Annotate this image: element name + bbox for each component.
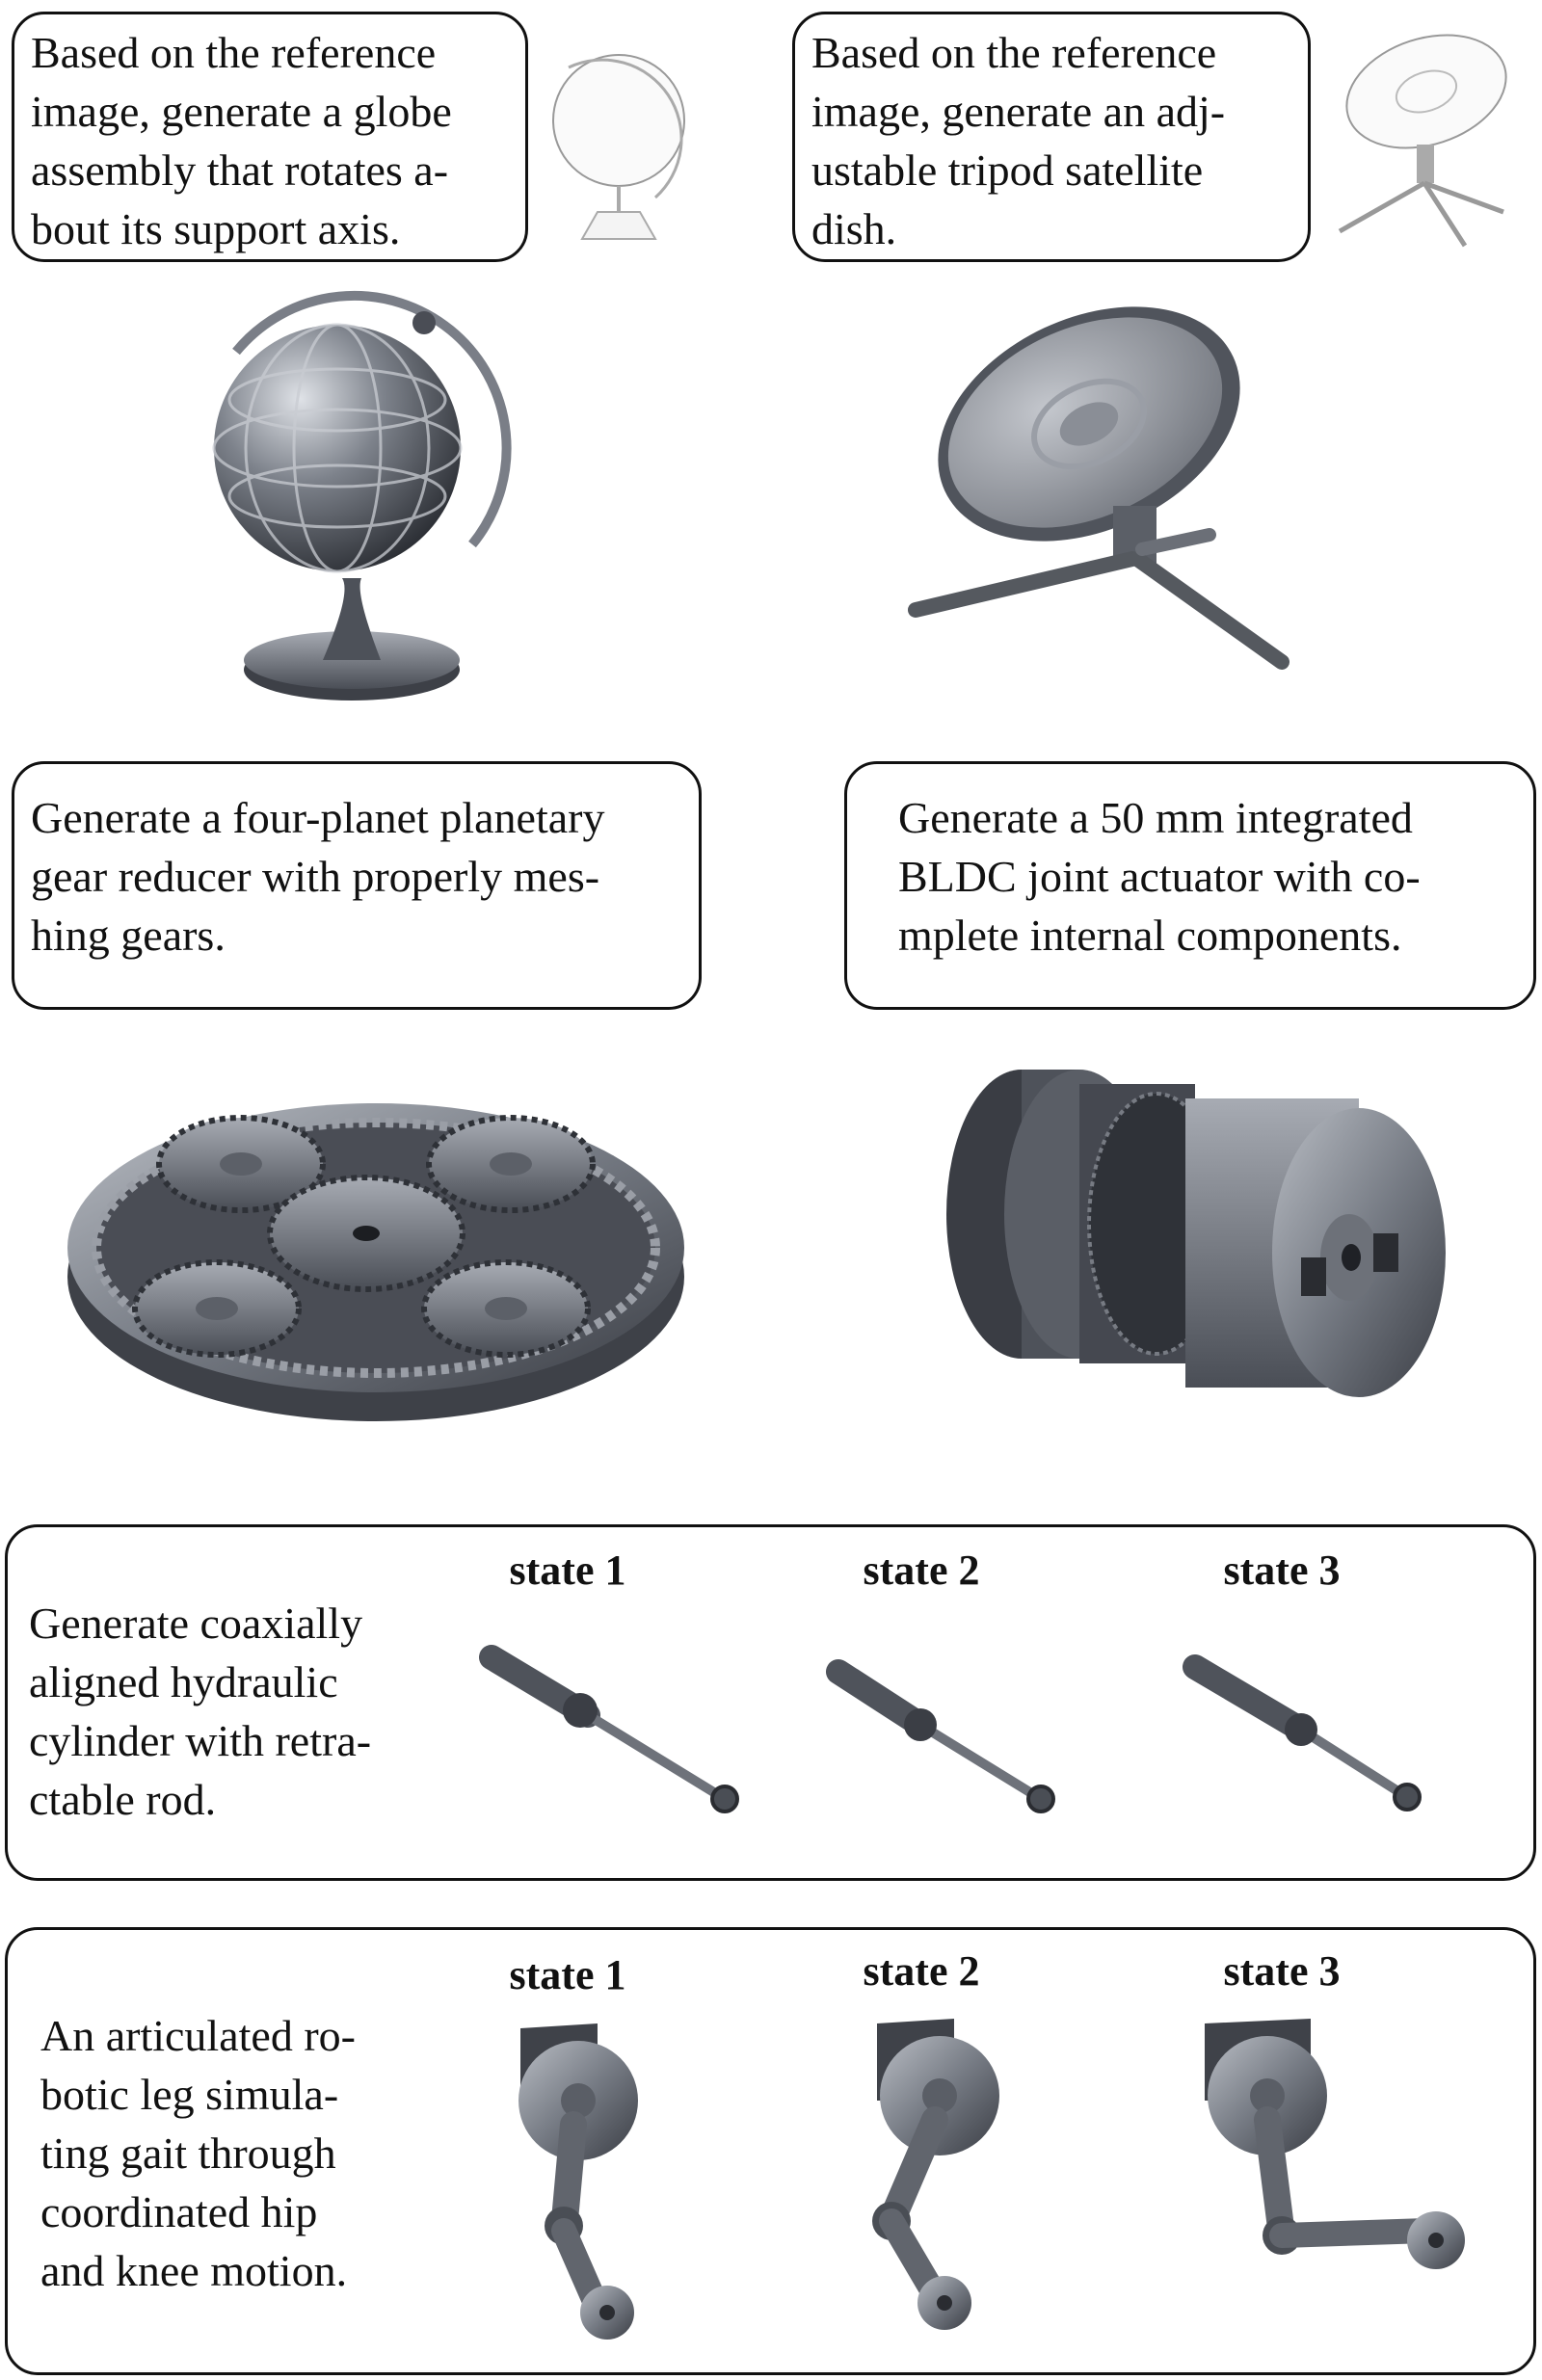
hydraulic-cylinder-state-3 — [1183, 1654, 1422, 1811]
robotic-leg-state-1 — [518, 2023, 638, 2340]
dish-prompt-box — [792, 12, 1311, 262]
leg-state-label: state 1 — [509, 1951, 626, 1998]
actuator-prompt-box — [844, 761, 1536, 1010]
dish-prompt-text: Based on the reference image, generate a… — [811, 28, 1226, 253]
hydraulic-state-label: state 2 — [863, 1547, 980, 1594]
hydraulic-state-label: state 1 — [509, 1547, 626, 1594]
robotic-leg-state-3 — [1205, 2019, 1465, 2269]
globe-prompt-text: Based on the reference image, generate a… — [31, 28, 452, 253]
hydraulic-panel — [5, 1524, 1536, 1881]
dish-reference-sketch — [1338, 34, 1507, 248]
actuator-prompt-text: Generate a 50 mm integrated BLDC joint a… — [898, 793, 1421, 960]
planetary-prompt-text: Generate a four-planet planetary gear re… — [31, 793, 605, 960]
leg-prompt-text: An articulated ro- botic leg simula- tin… — [40, 2011, 356, 2295]
leg-state-label: state 2 — [863, 1947, 980, 1995]
globe-prompt-box — [12, 12, 528, 262]
hydraulic-cylinder-state-1 — [479, 1645, 739, 1813]
bldc-actuator-render — [946, 1070, 1446, 1397]
planetary-prompt-box — [12, 761, 702, 1010]
globe-reference-sketch — [552, 54, 685, 240]
planetary-gear-render — [67, 1103, 684, 1421]
hydraulic-state-label: state 3 — [1223, 1547, 1341, 1594]
globe-model-render — [212, 290, 512, 701]
hydraulic-cylinder-state-2 — [826, 1659, 1055, 1813]
leg-state-label: state 3 — [1223, 1947, 1341, 1995]
robotic-leg-state-2 — [872, 2019, 999, 2330]
hydraulic-prompt-text: Generate coaxially aligned hydraulic cyl… — [29, 1599, 372, 1824]
dish-model-render — [908, 306, 1289, 670]
